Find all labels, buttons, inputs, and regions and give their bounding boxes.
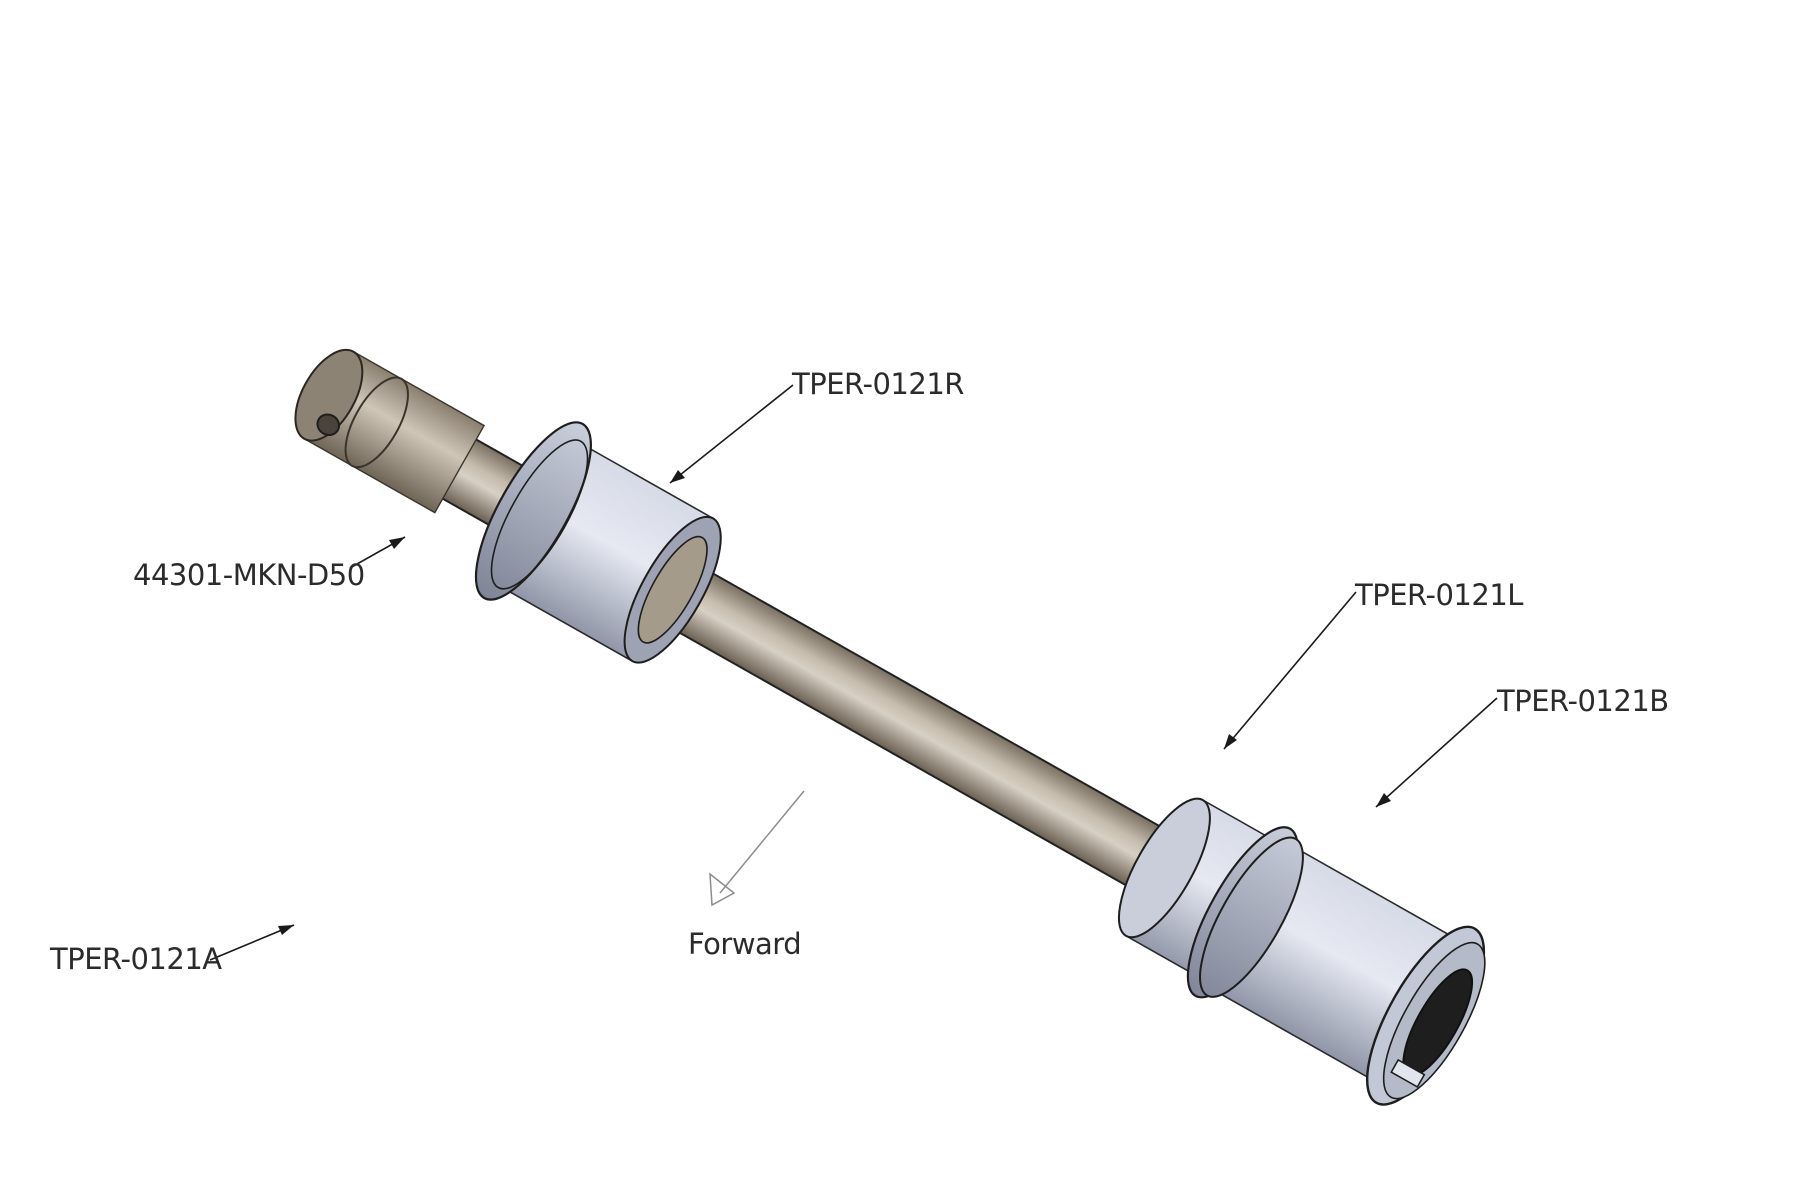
callout-tper-0121r: TPER-0121R: [669, 367, 965, 484]
axle-groove: [344, 376, 409, 469]
callout-label-axle: 44301-MKN-D50: [133, 558, 365, 592]
callout-label-spacer-left: TPER-0121L: [1354, 578, 1523, 612]
axle-assembly: [294, 348, 1486, 1106]
callout-44301-mkn-d50: 44301-MKN-D50: [133, 536, 406, 592]
callout-label-spacer-b: TPER-0121B: [1496, 684, 1669, 718]
forward-arrow: [709, 790, 805, 907]
callout-tper-0121b: TPER-0121B: [1375, 684, 1669, 808]
callout-label-spacer-a: TPER-0121A: [49, 942, 222, 976]
spacer-tper-0121b: [1199, 836, 1486, 1106]
callout-label-spacer-right: TPER-0121R: [791, 367, 964, 401]
callout-tper-0121a: TPER-0121A: [49, 924, 295, 976]
spacer-tper-0121r: [474, 421, 722, 664]
callout-tper-0121l: TPER-0121L: [1223, 578, 1524, 750]
cross-hole: [316, 413, 341, 437]
forward-label: Forward: [688, 927, 801, 961]
axle-end-face: [294, 348, 364, 442]
